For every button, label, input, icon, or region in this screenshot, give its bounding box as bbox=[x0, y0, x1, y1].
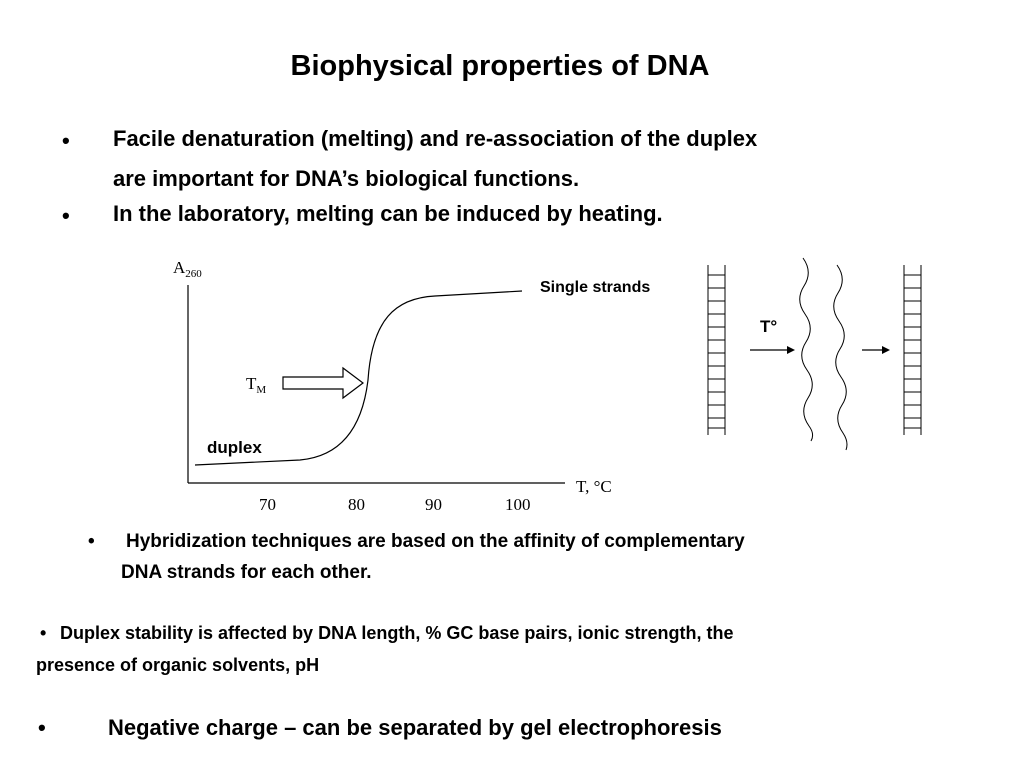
x-axis-label: T, °C bbox=[576, 477, 612, 496]
bullet-1-line-2: are important for DNA’s biological funct… bbox=[113, 166, 580, 191]
tm-arrow bbox=[282, 366, 364, 400]
melting-curve bbox=[194, 290, 523, 466]
heat-label: T° bbox=[760, 317, 777, 336]
tm-label: TM bbox=[246, 374, 266, 396]
bullet-4-line-2: presence of organic solvents, pH bbox=[36, 655, 320, 675]
x-tick-100: 100 bbox=[505, 495, 531, 514]
cool-arrow-right-head bbox=[882, 346, 890, 354]
single-strands-label: Single strands bbox=[540, 279, 650, 296]
y-axis-label: A260 bbox=[173, 258, 202, 280]
x-tick-70: 70 bbox=[259, 495, 276, 514]
x-tick-80: 80 bbox=[348, 495, 365, 514]
bullet-5-line-1: Negative charge – can be separated by ge… bbox=[108, 715, 722, 740]
bullet-3-line-1: Hybridization techniques are based on th… bbox=[126, 531, 745, 552]
bullet-3-line-2: DNA strands for each other. bbox=[121, 562, 372, 583]
duplex-ladder-left bbox=[707, 265, 726, 435]
x-tick-90: 90 bbox=[425, 495, 442, 514]
bullet-marker: • bbox=[40, 623, 47, 643]
bullet-4-line-1: Duplex stability is affected by DNA leng… bbox=[60, 623, 734, 643]
bullet-marker: • bbox=[38, 715, 46, 740]
single-strand-1 bbox=[799, 257, 814, 442]
bullet-marker: • bbox=[62, 203, 70, 228]
duplex-label: duplex bbox=[207, 438, 262, 457]
heat-arrow-left-head bbox=[787, 346, 795, 354]
duplex-ladder-right bbox=[903, 265, 922, 435]
bullet-marker: • bbox=[62, 128, 70, 153]
bullet-2-line-1: In the laboratory, melting can be induce… bbox=[113, 201, 663, 226]
bullet-1-line-1: Facile denaturation (melting) and re-ass… bbox=[113, 126, 758, 151]
slide-title: Biophysical properties of DNA bbox=[290, 50, 710, 82]
single-strand-2 bbox=[833, 264, 848, 451]
bullet-marker: • bbox=[88, 531, 95, 552]
